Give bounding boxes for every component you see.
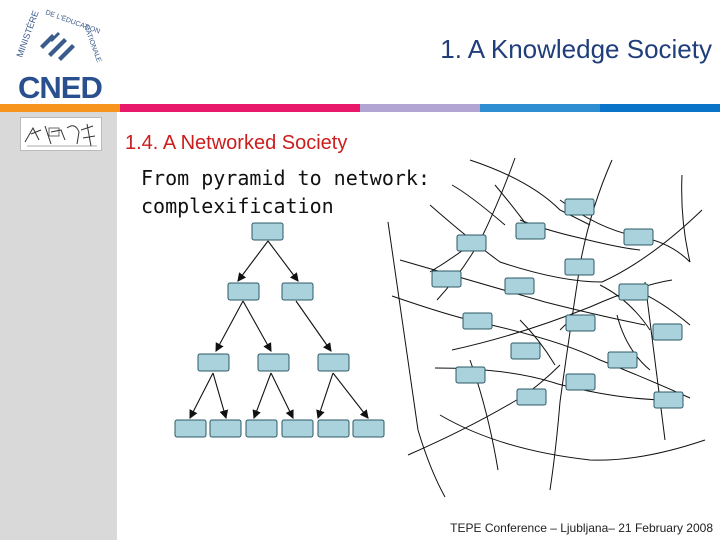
pyramid-node [257,353,290,372]
color-band-segment [600,104,720,112]
pyramid-node [209,419,242,438]
pyramid-node [281,282,314,301]
footer-text: TEPE Conference – Ljubljana– 21 February… [450,521,713,535]
logo-text: CNED [18,70,102,104]
body-line-2: complexification [141,194,334,218]
color-band-segment [240,104,360,112]
cned-logo-icon: MINISTÈRE DE L'ÉDUCATION NATIONALE CNED [14,7,103,104]
network-node [618,283,649,301]
network-nodes [431,198,684,409]
pyramid-nodes [174,222,385,438]
network-node [565,373,596,391]
logo-area: MINISTÈRE DE L'ÉDUCATION NATIONALE CNED [0,0,117,104]
network-node [564,258,595,276]
pyramid-node [251,222,284,241]
body-text: From pyramid to network: complexificatio… [141,164,430,220]
pyramid-node [227,282,260,301]
network-node [652,323,683,341]
pyramid-node [174,419,207,438]
network-node [504,277,535,295]
body-line-1: From pyramid to network: [141,166,430,190]
network-node [462,312,493,330]
network-node [456,234,487,252]
network-node [431,270,462,288]
network-node [607,351,638,369]
color-band [0,104,720,112]
network-node [623,228,654,246]
color-band-segment [360,104,480,112]
sketch-thumbnail-icon [20,117,102,151]
pyramid-node [317,419,350,438]
section-subtitle: 1.4. A Networked Society [125,132,348,154]
pyramid-node [197,353,230,372]
network-node [653,391,684,409]
page-title: 1. A Knowledge Society [440,34,712,64]
pyramid-node [281,419,314,438]
pyramid-node [317,353,350,372]
network-node [564,198,595,216]
color-band-segment [480,104,600,112]
network-node [515,222,546,240]
network-node [516,388,547,406]
pyramid-node [352,419,385,438]
pyramid-edges [189,240,369,420]
color-band-segment [120,104,240,112]
network-node [565,314,596,332]
pyramid-node [245,419,278,438]
network-node [455,366,486,384]
color-band-segment [0,104,120,112]
network-node [510,342,541,360]
